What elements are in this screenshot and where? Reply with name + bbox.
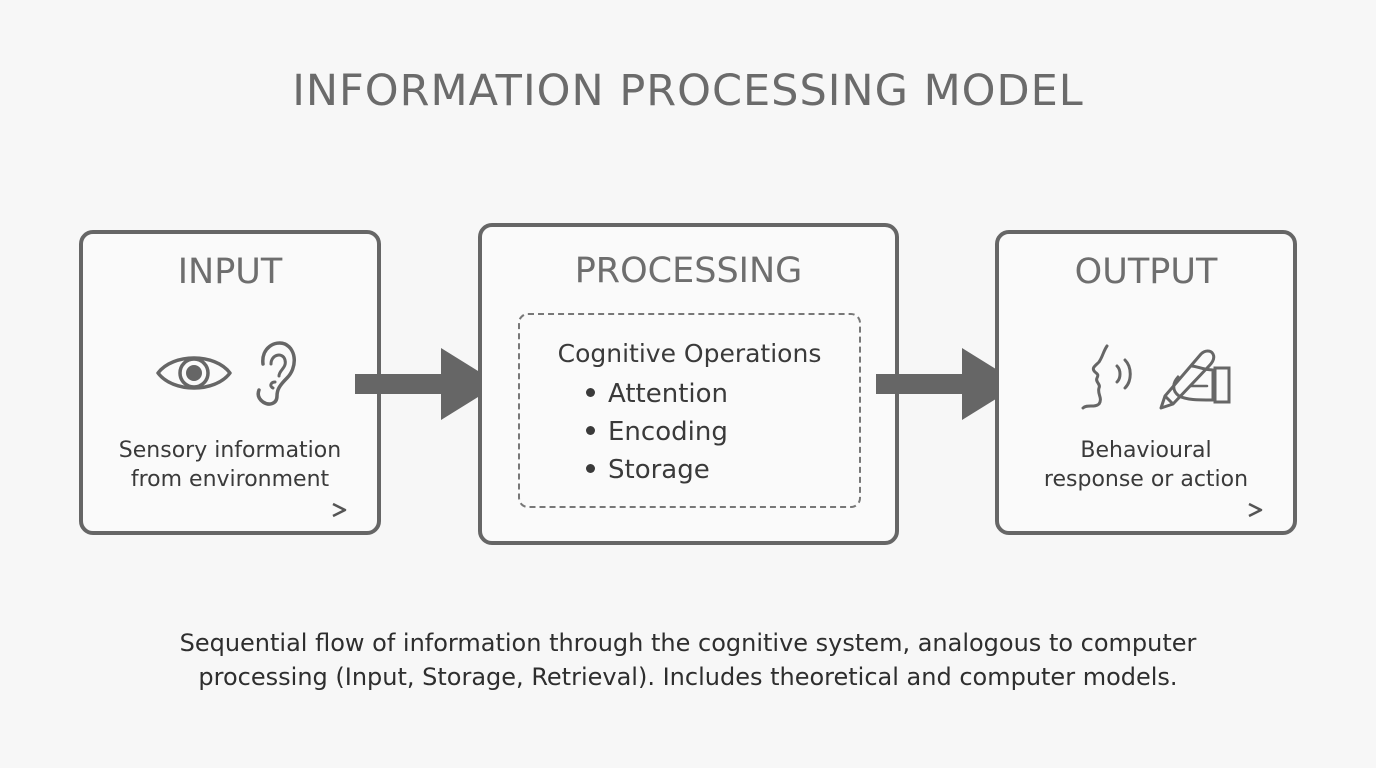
speaking-face-icon xyxy=(1081,344,1132,410)
list-item: Storage xyxy=(586,451,728,489)
processing-heading: PROCESSING xyxy=(574,251,803,291)
cognitive-operations-list: Attention Encoding Storage xyxy=(586,375,728,489)
operation-label: Storage xyxy=(608,455,710,485)
ear-icon xyxy=(256,341,296,406)
operation-label: Encoding xyxy=(608,417,728,447)
cognitive-operations-title: Cognitive Operations xyxy=(557,339,822,368)
output-description-line1: Behavioural xyxy=(1080,438,1212,463)
input-description: Sensory information from environment xyxy=(83,436,377,494)
diagram-title: INFORMATION PROCESSING MODEL xyxy=(292,66,1084,116)
bullet-icon xyxy=(586,464,595,473)
cognitive-operations-panel: Cognitive Operations Attention Encoding … xyxy=(518,313,861,508)
input-description-line1: Sensory information xyxy=(118,438,342,463)
eye-icon xyxy=(156,356,232,390)
input-direction-arrow-icon xyxy=(119,502,347,518)
diagram-caption: Sequential flow of information through t… xyxy=(0,626,1376,694)
input-heading: INPUT xyxy=(177,252,283,292)
arrow-input-to-processing xyxy=(355,348,499,420)
output-icons xyxy=(999,338,1293,410)
bullet-icon xyxy=(586,426,595,435)
output-description-line2: response or action xyxy=(1043,467,1249,492)
output-description: Behavioural response or action xyxy=(999,436,1293,494)
caption-line2: processing (Input, Storage, Retrieval). … xyxy=(198,663,1178,691)
input-box: INPUT Sensory information from environme… xyxy=(79,230,381,535)
operation-label: Attention xyxy=(608,379,728,409)
input-icons xyxy=(83,338,377,408)
processing-box: PROCESSING Cognitive Operations Attentio… xyxy=(478,223,899,545)
output-heading: OUTPUT xyxy=(1074,252,1218,292)
output-direction-arrow-icon xyxy=(1035,502,1263,518)
list-item: Attention xyxy=(586,375,728,413)
writing-hand-icon xyxy=(1159,349,1231,410)
list-item: Encoding xyxy=(586,413,728,451)
caption-line1: Sequential flow of information through t… xyxy=(179,629,1197,657)
input-description-line2: from environment xyxy=(130,467,330,492)
arrow-processing-to-output xyxy=(876,348,1020,420)
bullet-icon xyxy=(586,388,595,397)
output-box: OUTPUT Behavioural response or action xyxy=(995,230,1297,535)
